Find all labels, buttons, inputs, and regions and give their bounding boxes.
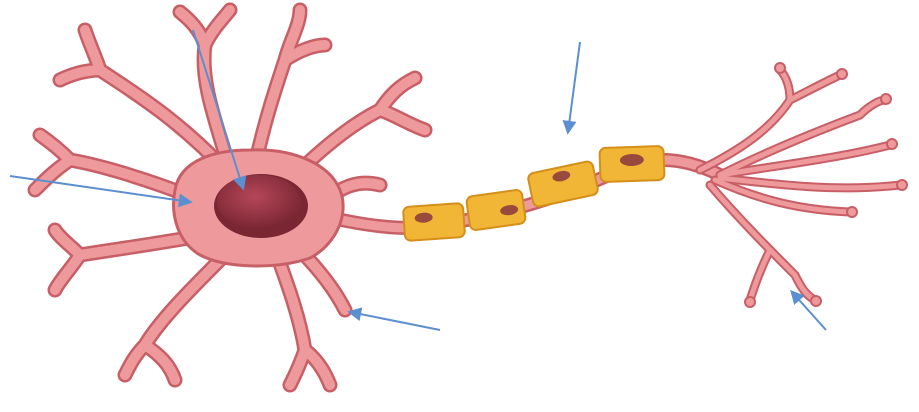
dendrite-pointer-arrow (350, 312, 440, 330)
myelin-pointer-arrow (568, 42, 580, 132)
nucleus (214, 174, 308, 238)
myelin-segment (599, 146, 664, 182)
myelin-segment (403, 203, 465, 241)
axon-terminals (700, 63, 907, 307)
myelin-segment (527, 161, 599, 208)
myelin-sheath (403, 146, 665, 241)
myelin-segment (466, 189, 526, 230)
